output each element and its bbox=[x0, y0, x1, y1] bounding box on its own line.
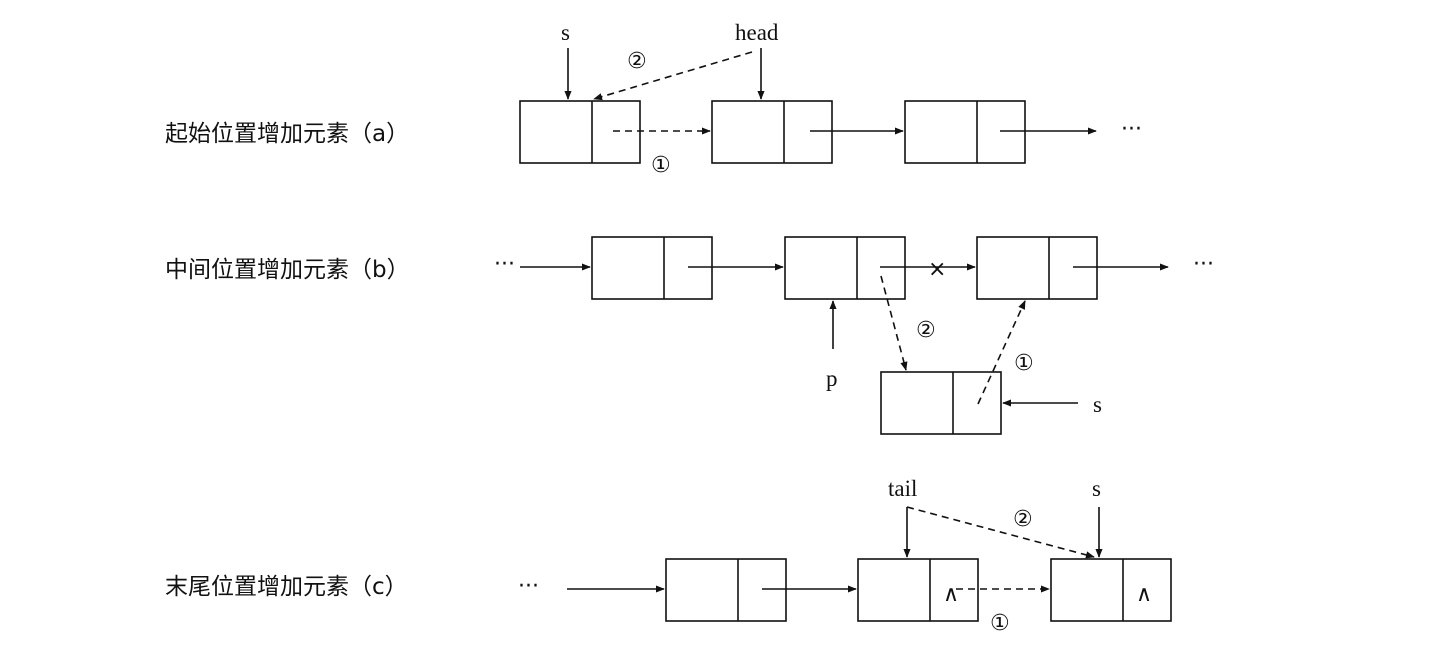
step1-dashed-arrow-b bbox=[977, 300, 1026, 405]
step1-label-c: ① bbox=[990, 611, 1010, 636]
pointer-s-label-b: s bbox=[1093, 392, 1102, 417]
pointer-head-label: head bbox=[735, 20, 779, 45]
step2-dashed-arrow-b bbox=[880, 275, 908, 371]
node-1-b bbox=[591, 236, 713, 300]
null-mark-tail: ∧ bbox=[943, 582, 959, 607]
node-2-a bbox=[904, 100, 1026, 164]
step2-label-c: ② bbox=[1013, 507, 1033, 532]
ellipsis-b-left: ··· bbox=[494, 252, 515, 277]
ellipsis-a: ··· bbox=[1121, 117, 1142, 142]
panel-a-title: 起始位置增加元素（a） bbox=[165, 121, 409, 147]
panel-a-insert-at-start: 起始位置增加元素（a） s head ② ① ··· bbox=[165, 20, 1142, 178]
pointer-p-label: p bbox=[826, 366, 838, 391]
step2-dashed-arrow-c bbox=[906, 506, 1095, 559]
panel-b-title: 中间位置增加元素（b） bbox=[165, 257, 410, 283]
node-3-b bbox=[976, 236, 1098, 300]
node-p-b bbox=[784, 236, 906, 300]
node-s-b bbox=[880, 371, 1002, 435]
step2-label-b: ② bbox=[916, 318, 936, 343]
step1-label-b: ① bbox=[1014, 351, 1034, 376]
null-mark-s: ∧ bbox=[1136, 582, 1152, 607]
panel-c-insert-at-end: 末尾位置增加元素（c） ··· ∧ ∧ ① tail s ② bbox=[165, 476, 1172, 636]
node-tail-c bbox=[857, 558, 979, 622]
ellipsis-b-right: ··· bbox=[1193, 252, 1214, 277]
node-1-c bbox=[665, 558, 787, 622]
node-s-c bbox=[1050, 558, 1172, 622]
panel-c-title: 末尾位置增加元素（c） bbox=[165, 574, 408, 600]
pointer-tail-label: tail bbox=[888, 476, 917, 501]
pointer-s-label-c: s bbox=[1092, 476, 1101, 501]
panel-b-insert-in-middle: 中间位置增加元素（b） ··· × ··· p ② ① s bbox=[165, 236, 1214, 435]
step2-label-a: ② bbox=[627, 49, 647, 74]
step1-label-a: ① bbox=[651, 153, 671, 178]
cut-mark: × bbox=[928, 257, 946, 282]
step2-dashed-arrow-a bbox=[593, 51, 753, 101]
node-head-a bbox=[711, 100, 833, 164]
pointer-s-label: s bbox=[561, 20, 570, 45]
ellipsis-c: ··· bbox=[518, 574, 539, 599]
node-s-a bbox=[519, 100, 641, 164]
